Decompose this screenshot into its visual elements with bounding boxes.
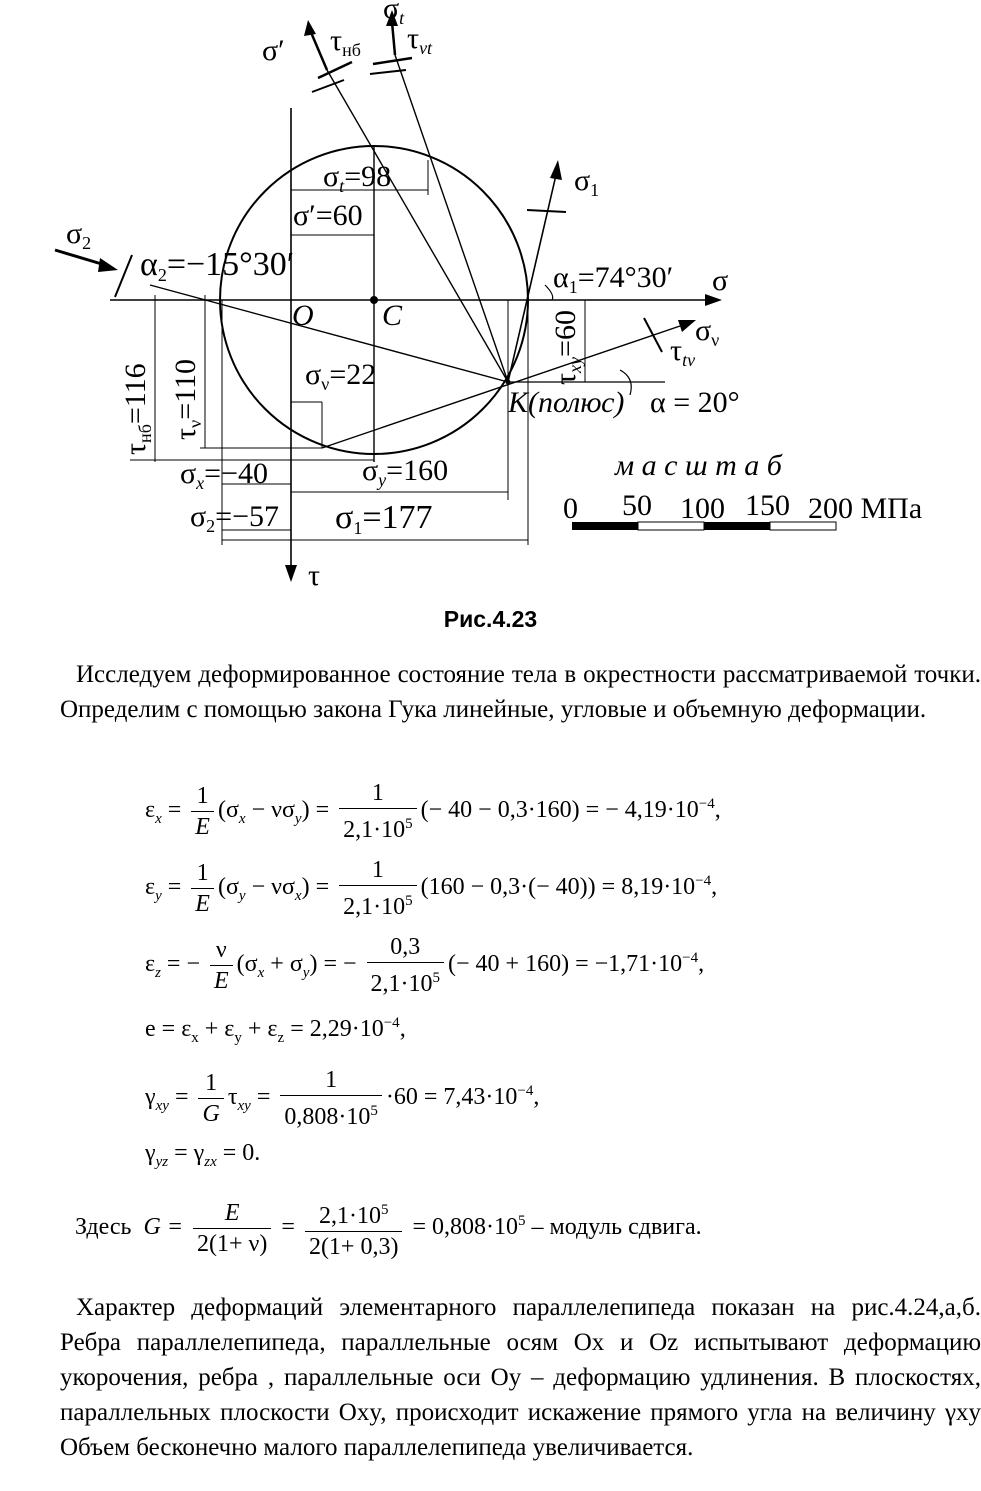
sigma-prime-arrow-line xyxy=(308,29,329,71)
line-k-sigma-t xyxy=(394,54,509,383)
equation-e: e = εx + εy + εz = 2,29·10−4, xyxy=(145,1015,406,1046)
label-center: C xyxy=(382,299,403,332)
label-sigma-t: σt xyxy=(383,0,405,28)
label-tau-axis: τ xyxy=(308,559,320,592)
paragraph-1: Исследуем деформированное состояние тела… xyxy=(60,657,981,727)
line-k-sigma-v xyxy=(321,325,681,449)
sigma-v-hatch xyxy=(643,317,663,353)
hatch-top-left xyxy=(311,79,345,93)
sigma-v-arrow xyxy=(678,320,696,332)
sigma2-arrowhead xyxy=(98,258,118,272)
paragraph-2: Характер деформаций элементарного паралл… xyxy=(60,1290,981,1465)
scale-tick-100: 100 xyxy=(680,492,725,525)
sigma-t-arrow-line xyxy=(390,21,397,56)
label-pole: K(полюс) xyxy=(507,386,624,419)
sigma-axis-arrow xyxy=(705,294,722,306)
label-tau-xy: τxy=60 xyxy=(549,310,585,385)
label-sigma-prime-value: σ′=60 xyxy=(293,199,363,232)
label-sigma2: σ2 xyxy=(66,217,91,253)
hatch-top-right xyxy=(369,69,407,75)
scale-bar-seg3 xyxy=(704,522,770,530)
label-tau-nb: τнб xyxy=(330,24,361,60)
equation-gyz: γyz = γzx = 0. xyxy=(145,1140,261,1170)
label-sigma-t-value: σt=98 xyxy=(323,160,391,196)
line-k-sigma2 xyxy=(149,284,509,383)
label-alpha: α = 20° xyxy=(650,386,740,419)
scale-tick-50: 50 xyxy=(622,489,652,522)
sigma-prime-arrowhead xyxy=(304,20,316,36)
label-sigma-v-22: σν=22 xyxy=(305,358,376,394)
label-alpha2: α2=−15°30′ xyxy=(140,246,294,285)
figure-caption: Рис.4.23 xyxy=(443,606,538,632)
sigma-t-arrowhead xyxy=(386,10,398,26)
scale-tick-200: 200 МПа xyxy=(808,492,922,525)
scale-bar-seg4 xyxy=(769,521,837,531)
alpha1-arc xyxy=(544,284,554,301)
label-sigma1: σ1 xyxy=(574,164,599,200)
tau-vt-arrow-line xyxy=(372,56,413,66)
alpha-arc xyxy=(619,369,632,396)
label-sigma-axis: σ xyxy=(712,264,728,297)
sigma1-arrow xyxy=(550,160,562,180)
label-sigma2-value: σ2=−57 xyxy=(190,500,279,536)
label-sigma-v: σν xyxy=(695,314,719,350)
label-sigma-prime: σ′ xyxy=(262,34,285,67)
label-tau-nb-116: τнб=116 xyxy=(119,363,155,455)
scale-tick-0: 0 xyxy=(563,492,578,525)
label-tau-v-110: τν=110 xyxy=(169,359,205,440)
center-dot xyxy=(370,296,378,304)
sigma1-hatch xyxy=(526,209,567,213)
tau-axis-arrow xyxy=(285,565,297,582)
paragraph-2-text: Характер деформаций элементарного паралл… xyxy=(60,1294,981,1461)
label-origin: O xyxy=(292,299,314,332)
label-tau-vt: τνt xyxy=(407,22,433,58)
label-sigma-x: σx=−40 xyxy=(180,457,268,493)
scale-title: м а с ш т а б xyxy=(614,449,783,482)
scale-bar-seg1 xyxy=(572,522,638,530)
sigma2-hatch xyxy=(114,254,133,298)
label-sigma-y: σy=160 xyxy=(362,454,448,490)
paragraph-1-text: Исследуем деформированное состояние тела… xyxy=(60,661,981,723)
label-tau-tv: τtν xyxy=(670,334,695,370)
scale-tick-150: 150 xyxy=(745,489,790,522)
tau-nb-arrow-line xyxy=(317,60,353,80)
sigma2-arrow-line xyxy=(54,248,106,267)
mohr-circle-figure: σ′ τнб σt τνt σt=98 σ′=60 σ1 σ2 α2=−15°3… xyxy=(54,0,922,592)
line-k-sigma1 xyxy=(507,174,557,383)
line-k-sigma-prime xyxy=(326,69,509,383)
label-alpha1: α1=74°30′ xyxy=(553,261,673,297)
label-sigma1-value: σ1=177 xyxy=(335,499,433,538)
